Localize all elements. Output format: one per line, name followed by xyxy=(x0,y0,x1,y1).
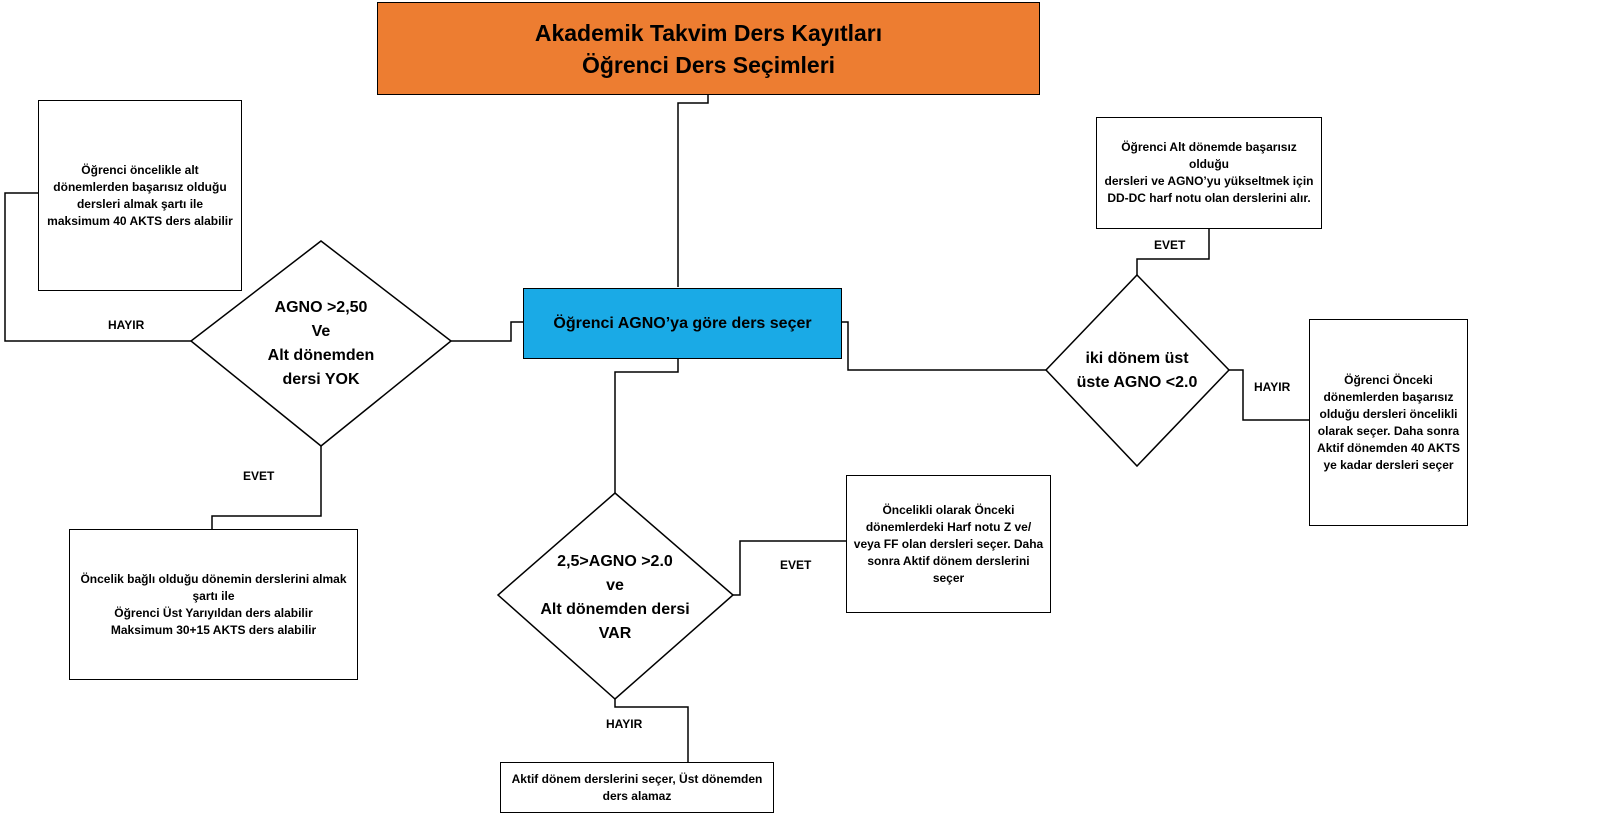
box-top-left-text: Öğrenci öncelikle alt dönemlerden başarı… xyxy=(47,162,233,228)
box-middle: Öncelikli olarak Önceki dönemlerdeki Har… xyxy=(846,475,1051,613)
label-left-yes: EVET xyxy=(243,469,275,483)
center-process-box: Öğrenci AGNO’ya göre ders seçer xyxy=(523,288,842,359)
box-top-right-text: Öğrenci Alt dönemde başarısız olduğu der… xyxy=(1104,140,1314,205)
connector-right-yes xyxy=(1136,229,1210,275)
connector-center-right-diamond xyxy=(842,321,1046,371)
connector-title-center xyxy=(677,95,709,287)
box-middle-text: Öncelikli olarak Önceki dönemlerdeki Har… xyxy=(853,502,1044,585)
connector-left-yes xyxy=(211,446,322,529)
decision-diamond-bottom xyxy=(496,492,735,701)
decision-left-text: AGNO >2,50 Ve Alt dönemden dersi YOK xyxy=(267,299,375,388)
box-right-text: Öğrenci Önceki dönemlerden başarısız old… xyxy=(1317,372,1460,472)
decision-right-text: iki dönem üst üste AGNO <2.0 xyxy=(1076,350,1198,391)
box-bottom: Aktif dönem derslerini seçer, Üst dönemd… xyxy=(500,762,774,813)
box-bottom-text: Aktif dönem derslerini seçer, Üst dönemd… xyxy=(511,771,763,803)
label-right-yes: EVET xyxy=(1154,238,1186,252)
box-bottom-left: Öncelik bağlı olduğu dönemin derslerini … xyxy=(69,529,358,680)
title-line-1: Akademik Takvim Ders Kayıtları xyxy=(534,19,883,46)
label-right-no: HAYIR xyxy=(1254,380,1291,394)
box-top-right: Öğrenci Alt dönemde başarısız olduğu der… xyxy=(1096,117,1322,229)
title-box: Akademik Takvim Ders Kayıtları Öğrenci D… xyxy=(377,2,1040,95)
label-left-no: HAYIR xyxy=(108,318,145,332)
decision-diamond-right xyxy=(1044,273,1231,468)
label-bottom-yes: EVET xyxy=(780,558,812,572)
connector-bottom-no xyxy=(614,699,689,762)
center-process-text: Öğrenci AGNO’ya göre ders seçer xyxy=(553,314,812,332)
connector-center-bottom-diamond xyxy=(614,358,679,493)
label-bottom-no: HAYIR xyxy=(606,717,643,731)
decision-diamond-left xyxy=(189,240,453,447)
title-line-2: Öğrenci Ders Seçimleri xyxy=(581,51,836,78)
connector-left-no xyxy=(4,192,191,342)
decision-bottom-text: 2,5>AGNO >2.0 ve Alt dönemden dersi VAR xyxy=(540,553,690,642)
box-bottom-left-text: Öncelik bağlı olduğu dönemin derslerini … xyxy=(80,571,347,637)
connector-bottom-yes xyxy=(733,540,846,596)
box-top-left: Öğrenci öncelikle alt dönemlerden başarı… xyxy=(38,100,242,291)
connector-right-no xyxy=(1229,369,1309,421)
connector-center-left-diamond xyxy=(451,321,523,342)
box-right: Öğrenci Önceki dönemlerden başarısız old… xyxy=(1309,319,1468,526)
